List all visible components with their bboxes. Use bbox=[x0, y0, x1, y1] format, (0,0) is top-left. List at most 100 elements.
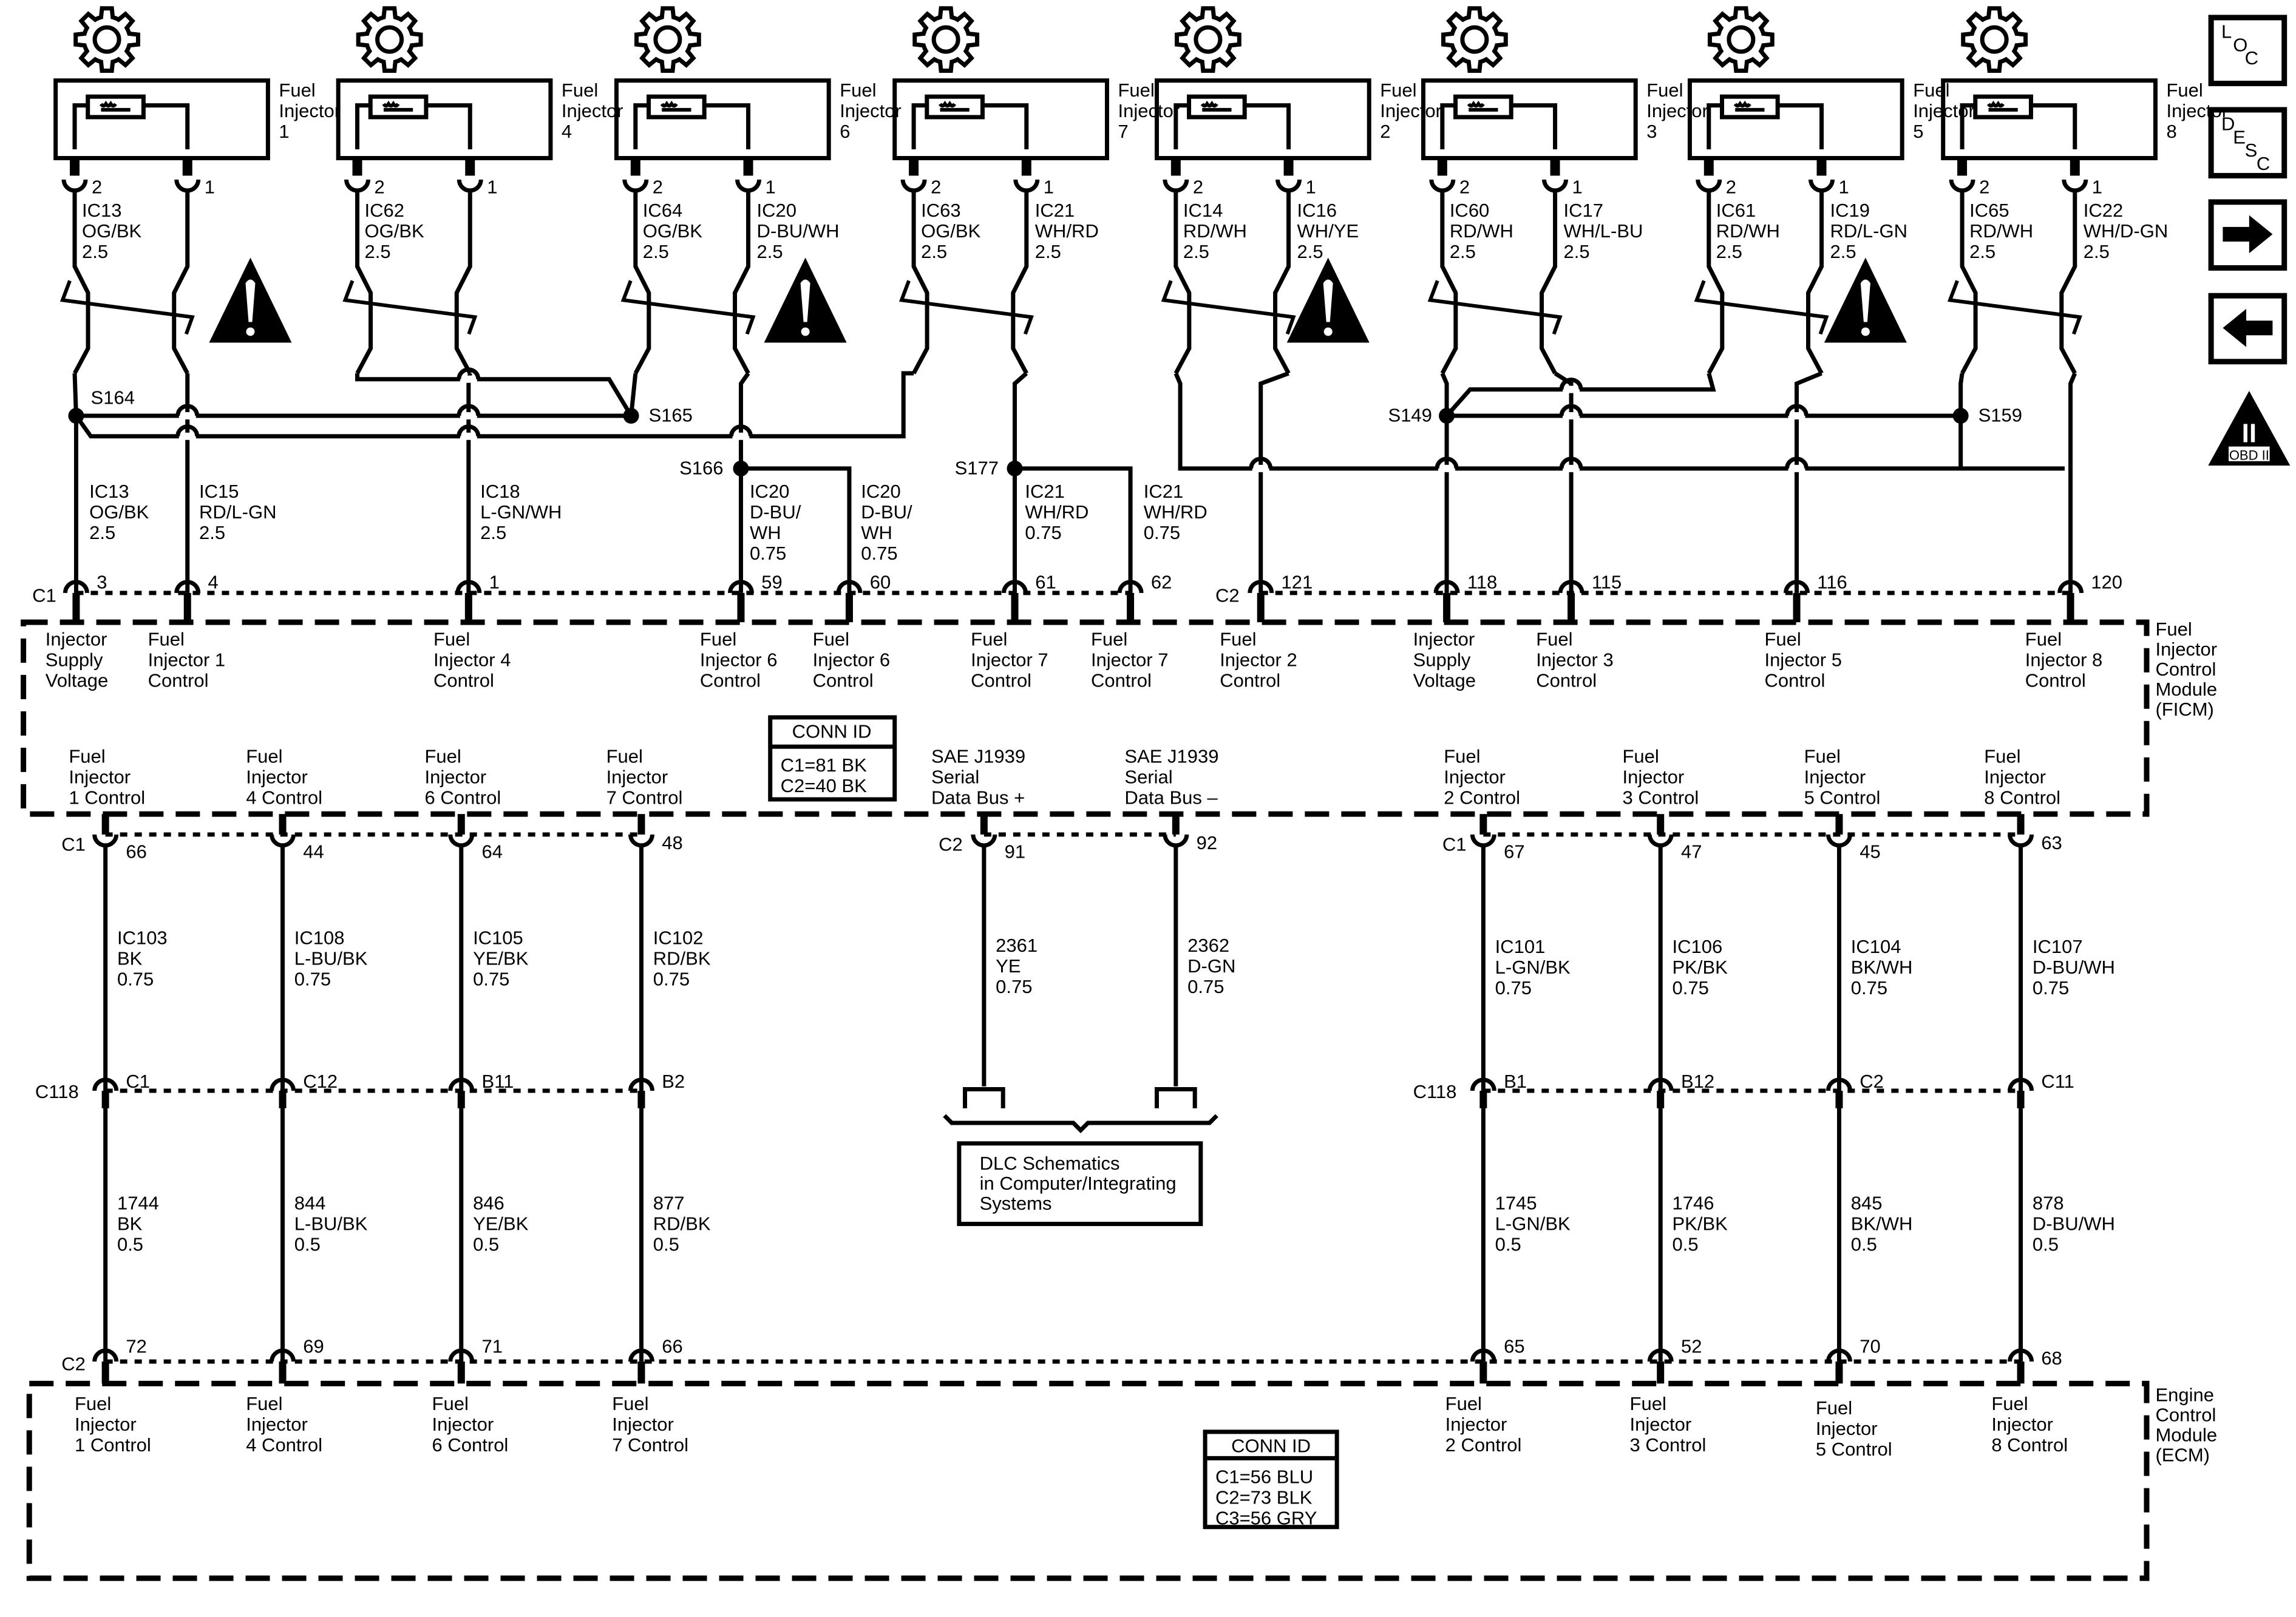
gear-hole bbox=[1980, 25, 2009, 54]
arrow-right-icon[interactable] bbox=[2223, 215, 2273, 254]
loc-button-letter[interactable]: L bbox=[2221, 21, 2232, 42]
connector-terminal bbox=[1433, 580, 1460, 594]
connector-terminal bbox=[2008, 1077, 2034, 1091]
desc-button-letter[interactable]: D bbox=[2221, 114, 2235, 135]
fuel-injector-3-label-line: Fuel bbox=[1646, 80, 1683, 101]
solenoid-glyph bbox=[660, 100, 691, 112]
wire-label-line: PK/BK bbox=[1673, 1213, 1728, 1234]
wire-label-line: 0.75 bbox=[473, 969, 509, 990]
wire-label-line: 846 bbox=[473, 1192, 504, 1213]
wires-layer bbox=[59, 190, 2082, 1364]
connector-c118-label: C118 bbox=[35, 1081, 79, 1102]
ficm-pin-number: 118 bbox=[1467, 572, 1497, 593]
ficm-terminal-label-line: Control bbox=[1764, 670, 1825, 691]
wire-label-line: IC17 bbox=[1564, 200, 1603, 221]
ficm-module-label-line: Control bbox=[2155, 659, 2216, 680]
ficm-terminal-label-line: Injector 5 bbox=[1764, 649, 1842, 671]
wire-label-line: 2.5 bbox=[1450, 241, 1476, 262]
wire-label-line: L-BU/BK bbox=[294, 1213, 368, 1234]
wire-label-line: BK bbox=[117, 1213, 143, 1234]
loc-button-frame[interactable] bbox=[2208, 15, 2288, 86]
ficm-pin-number: 59 bbox=[761, 572, 782, 593]
ficm-terminal-label-line: Fuel bbox=[433, 629, 470, 650]
ficm-terminal-label-line: Fuel bbox=[1536, 629, 1572, 650]
wire-label-line: IC107 bbox=[2033, 936, 2083, 957]
injector-pin bbox=[1957, 158, 1968, 176]
conn-id-title: CONN ID bbox=[1231, 1436, 1311, 1457]
connector-terminal bbox=[1647, 1077, 1674, 1091]
connector-terminal bbox=[457, 179, 483, 193]
connector-terminal bbox=[61, 179, 88, 193]
ecm-terminal-label-line: Fuel bbox=[432, 1393, 469, 1414]
connector-c118-label: C118 bbox=[1413, 1081, 1457, 1102]
fuel-injector-6-box bbox=[614, 78, 831, 160]
wire-label-line: 0.5 bbox=[473, 1233, 499, 1255]
connector-terminal bbox=[92, 834, 119, 848]
connector-terminal bbox=[836, 580, 863, 594]
gear-hole bbox=[931, 25, 960, 54]
connector-terminal bbox=[1826, 834, 1852, 848]
arrow-left-icon[interactable] bbox=[2223, 308, 2273, 347]
conn-id-frame bbox=[768, 715, 897, 802]
loc-button[interactable]: LOC bbox=[2208, 15, 2288, 86]
wire bbox=[1960, 190, 1978, 375]
ficm-terminal-label-line: Injector 6 bbox=[813, 649, 891, 671]
loc-button-letter[interactable]: O bbox=[2233, 34, 2247, 55]
warning-icon bbox=[1824, 257, 1907, 343]
ficm-terminal-label-line: 6 Control bbox=[424, 787, 501, 808]
splice-dot bbox=[623, 408, 639, 424]
wire bbox=[1795, 371, 1822, 593]
wire-label-line: IC103 bbox=[117, 927, 168, 949]
dlc-note-box bbox=[957, 1141, 1203, 1226]
hop-gap bbox=[178, 432, 196, 440]
previous-page-button[interactable] bbox=[2208, 293, 2288, 365]
connector-terminal bbox=[1542, 179, 1569, 193]
dlc-note-text-line: DLC Schematics bbox=[980, 1153, 1120, 1174]
wire bbox=[1806, 190, 1824, 375]
ecm-terminal-label-line: 8 Control bbox=[1991, 1434, 2068, 1456]
connector-terminal bbox=[448, 1348, 475, 1362]
hop-gap bbox=[1788, 412, 1805, 420]
pin-number: 1 bbox=[487, 176, 497, 197]
wire-crossing bbox=[1559, 404, 1583, 416]
ficm-pin-number: 91 bbox=[1005, 841, 1025, 862]
ficm-terminal-label-line: 1 Control bbox=[69, 787, 145, 808]
wire-label-line: RD/BK bbox=[653, 1213, 711, 1234]
desc-button-letter[interactable]: C bbox=[2257, 153, 2270, 174]
next-page-button[interactable] bbox=[2208, 199, 2288, 271]
ficm-conn-id-box bbox=[768, 715, 897, 802]
ficm-terminal-label-line: Serial bbox=[1124, 767, 1172, 788]
warning-icon bbox=[764, 257, 847, 343]
injector-solenoid-icon bbox=[1720, 94, 1780, 120]
dlc-terminal bbox=[963, 1087, 1005, 1108]
wire-label-line: RD/BK bbox=[653, 948, 711, 969]
warning-mark bbox=[245, 279, 256, 322]
fuel-injector-8-label-line: 8 bbox=[2166, 121, 2176, 142]
gear-icon bbox=[1175, 6, 1241, 73]
loc-button-letter[interactable]: C bbox=[2245, 47, 2258, 69]
connector-terminal bbox=[1248, 580, 1274, 594]
wire-label-line: 2.5 bbox=[2084, 241, 2110, 262]
wire-label-line: IC108 bbox=[294, 927, 345, 949]
desc-button-frame[interactable] bbox=[2208, 107, 2288, 178]
wire-label-line: RD/L-GN bbox=[1830, 220, 1907, 242]
gear-hole bbox=[653, 25, 682, 54]
connector-terminal bbox=[2057, 580, 2084, 594]
ficm-pin-number: 3 bbox=[97, 572, 107, 593]
wire-label-line: 1746 bbox=[1673, 1192, 1714, 1213]
wire-label-line: IC20 bbox=[757, 200, 796, 221]
desc-button-letter[interactable]: S bbox=[2245, 140, 2258, 161]
ficm-terminal-label-line: Data Bus – bbox=[1124, 787, 1218, 808]
desc-button-letter[interactable]: E bbox=[2233, 126, 2246, 147]
